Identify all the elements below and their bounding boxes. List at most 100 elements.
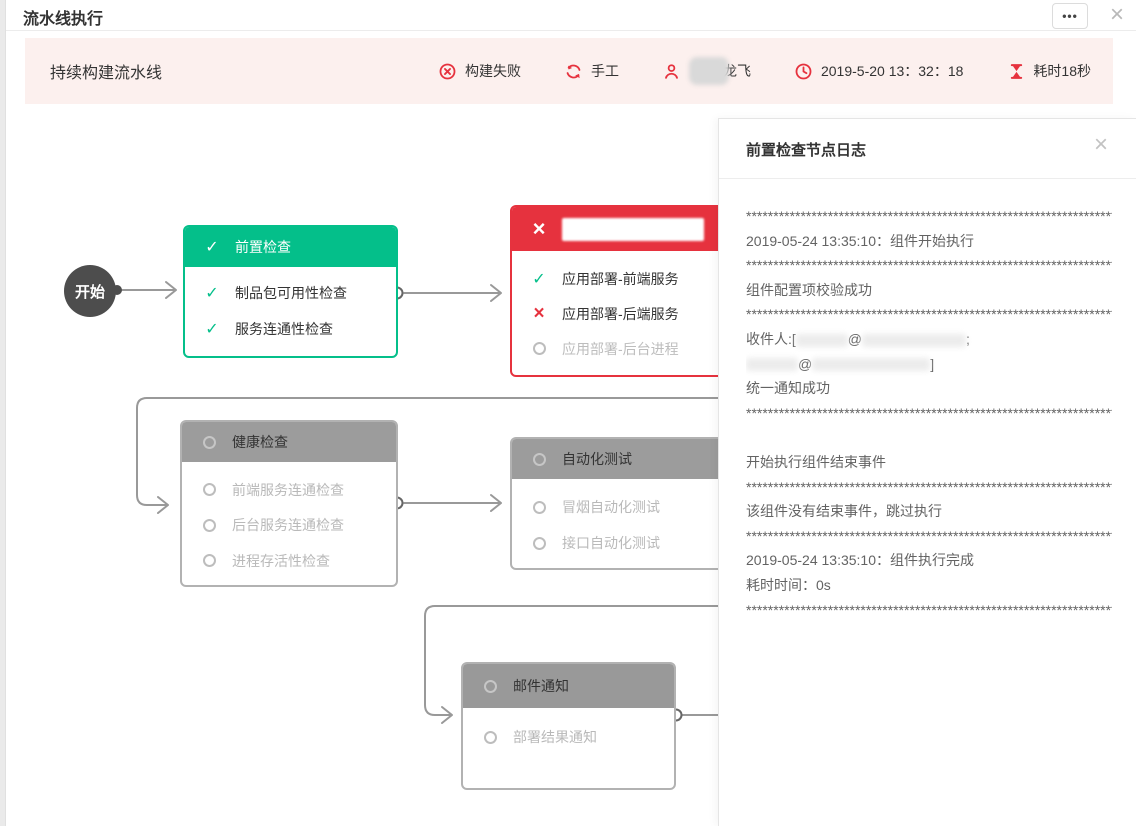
log-text: @	[847, 330, 862, 347]
log-separator: ****************************************…	[746, 306, 1112, 323]
success-icon: ✓	[532, 270, 546, 288]
user-name-redaction	[688, 57, 729, 85]
node-item[interactable]: 应用部署-后台进程	[512, 331, 736, 366]
node-item-label: 服务连通性检查	[235, 321, 333, 337]
success-icon: ✓	[205, 321, 219, 338]
node-item-label: 应用部署-后端服务	[562, 305, 679, 322]
log-line: 耗时时间：0s	[746, 576, 831, 593]
clock-icon	[795, 63, 813, 80]
log-line: 2019-05-24 13:35:10：组件开始执行	[746, 232, 974, 249]
node-item-label: 接口自动化测试	[562, 535, 660, 551]
email-redaction	[795, 333, 848, 347]
log-text: @	[798, 355, 813, 372]
node-item[interactable]: × 应用部署-后端服务	[512, 296, 736, 331]
hourglass-icon	[1007, 63, 1025, 80]
node-mail-header[interactable]: 邮件通知	[463, 664, 674, 708]
node-title: 健康检查	[232, 434, 288, 450]
page-title: 流水线执行	[23, 11, 104, 28]
log-text: ]	[930, 355, 935, 372]
window-close-icon[interactable]: ×	[1109, 1, 1124, 28]
log-separator: ****************************************…	[746, 601, 1112, 618]
node-title: 自动化测试	[562, 451, 632, 467]
log-line: 2019-05-24 13:35:10：组件执行完成	[746, 552, 974, 569]
build-failed-icon	[439, 63, 457, 80]
node-title: 邮件通知	[513, 678, 569, 694]
email-redaction	[746, 358, 798, 372]
node-health-header[interactable]: 健康检查	[182, 422, 396, 462]
left-edge-strip	[0, 0, 6, 826]
node-item[interactable]: 后台服务连通检查	[182, 508, 396, 544]
pending-icon	[530, 536, 548, 550]
log-text: ;	[966, 330, 970, 347]
manual-trigger-icon	[565, 63, 583, 80]
execution-time: 2019-5-20 13：32：18	[795, 61, 963, 81]
node-mail-body: 部署结果通知	[463, 708, 674, 756]
node-log-panel: 前置检查节点日志 × *****************************…	[718, 118, 1136, 826]
log-line: 统一通知成功	[746, 380, 830, 397]
pending-icon	[200, 518, 218, 532]
node-item[interactable]: 部署结果通知	[463, 718, 674, 756]
log-separator: ****************************************…	[746, 527, 1112, 544]
node-title-redaction	[562, 217, 704, 241]
pending-icon	[200, 435, 218, 449]
node-item-label: 后台服务连通检查	[232, 517, 344, 534]
start-node[interactable]: 开始	[64, 265, 116, 317]
build-result-label: 构建失败	[464, 63, 521, 79]
email-redaction	[862, 333, 966, 347]
node-item-label: 进程存活性检查	[232, 552, 330, 569]
node-precheck-header[interactable]: ✓ 前置检查	[185, 227, 396, 267]
pending-icon	[530, 452, 548, 466]
log-blank-line	[746, 425, 1112, 450]
more-actions-button[interactable]: •••	[1052, 3, 1088, 29]
node-item[interactable]: ✓ 制品包可用性检查	[185, 275, 396, 311]
log-separator: ****************************************…	[746, 208, 1112, 224]
executor-name: 龙飞	[722, 63, 751, 79]
node-item-label: 前端服务连通检查	[232, 481, 344, 498]
node-item-label: 冒烟自动化测试	[562, 499, 660, 515]
fail-icon: ×	[532, 216, 546, 241]
pending-icon	[481, 730, 499, 744]
email-redaction	[812, 358, 931, 372]
log-close-icon[interactable]: ×	[1093, 131, 1108, 158]
node-autotest-header[interactable]: 自动化测试	[512, 439, 726, 479]
duration: 耗时18秒	[1007, 61, 1091, 81]
fail-icon: ×	[533, 303, 545, 324]
user-icon	[663, 63, 681, 80]
node-item[interactable]: 接口自动化测试	[512, 525, 726, 561]
status-meta: 构建失败 手工 龙飞 2019-5-20 13：32：18	[439, 57, 1091, 85]
node-mail-notify[interactable]: 邮件通知 部署结果通知	[461, 662, 676, 790]
node-precheck[interactable]: ✓ 前置检查 ✓ 制品包可用性检查 ✓ 服务连通性检查	[183, 225, 398, 358]
node-deploy-header[interactable]: ×	[512, 207, 736, 251]
node-health-body: 前端服务连通检查 后台服务连通检查 进程存活性检查	[182, 462, 396, 579]
log-line: 组件配置项校验成功	[746, 281, 872, 298]
node-autotest-body: 冒烟自动化测试 接口自动化测试	[512, 479, 726, 561]
node-item-label: 部署结果通知	[513, 729, 597, 745]
trigger-mode: 手工	[565, 61, 619, 81]
node-health-check[interactable]: 健康检查 前端服务连通检查 后台服务连通检查 进程存活性检查	[180, 420, 398, 587]
node-deploy[interactable]: × ✓ 应用部署-前端服务 × 应用部署-后端服务 应用部署-后台进程	[510, 205, 738, 377]
log-panel-title: 前置检查节点日志	[746, 142, 867, 159]
window-header: 流水线执行 ••• ×	[6, 0, 1136, 31]
node-item[interactable]: ✓ 应用部署-前端服务	[512, 261, 736, 296]
node-item[interactable]: ✓ 服务连通性检查	[185, 311, 396, 347]
pipeline-name: 持续构建流水线	[50, 65, 163, 82]
log-line: 该组件没有结束事件，跳过执行	[746, 503, 942, 520]
node-item[interactable]: 冒烟自动化测试	[512, 489, 726, 525]
log-separator: ****************************************…	[746, 478, 1112, 495]
pending-icon	[530, 500, 548, 514]
node-autotest[interactable]: 自动化测试 冒烟自动化测试 接口自动化测试	[510, 437, 728, 570]
log-panel-header: 前置检查节点日志 ×	[719, 119, 1136, 179]
log-text: 收件人:[	[746, 330, 796, 347]
pending-icon	[530, 342, 548, 355]
execution-time-label: 2019-5-20 13：32：18	[820, 63, 964, 79]
log-separator: ****************************************…	[746, 257, 1112, 274]
trigger-mode-label: 手工	[590, 63, 619, 79]
pending-icon	[200, 554, 218, 568]
node-item-label: 应用部署-后台进程	[562, 340, 679, 357]
success-icon: ✓	[205, 285, 219, 302]
node-item-label: 应用部署-前端服务	[562, 270, 679, 287]
node-item[interactable]: 前端服务连通检查	[182, 472, 396, 508]
log-separator: ****************************************…	[746, 404, 1112, 421]
pending-icon	[481, 679, 499, 693]
node-item[interactable]: 进程存活性检查	[182, 543, 396, 579]
